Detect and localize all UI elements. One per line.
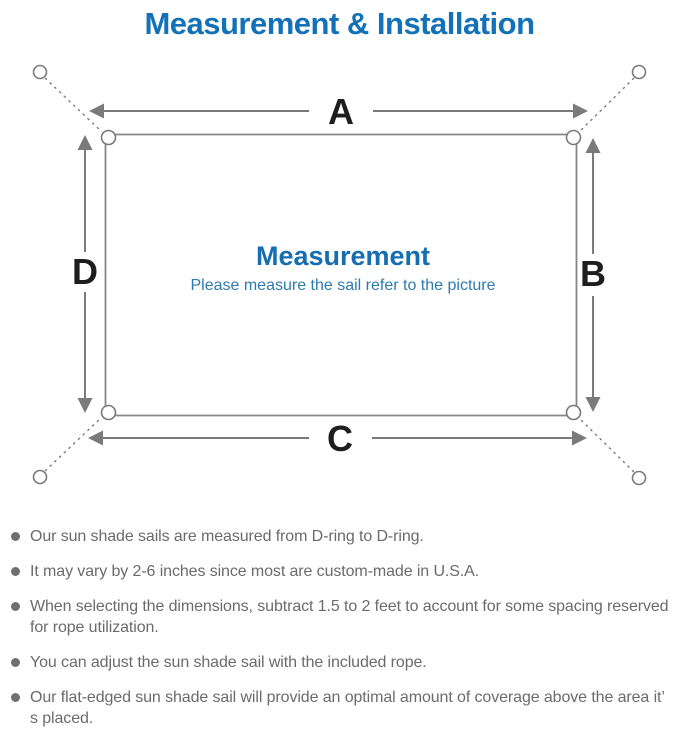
anchor-point-bottom-right [631, 470, 647, 486]
sail-outline [104, 133, 578, 417]
arrow-head-c-right [572, 430, 587, 446]
dimension-label-a: A [328, 91, 354, 132]
measurement-diagram: A C D B Measurement Please meas [0, 54, 679, 514]
rope-line-top-left [44, 77, 103, 133]
arrow-head-b-down [585, 397, 601, 412]
note-text: You can adjust the sun shade sail with t… [30, 654, 427, 671]
bullet-icon [11, 532, 20, 541]
note-item: You can adjust the sun shade sail with t… [0, 652, 673, 673]
dimension-label-d: D [72, 251, 98, 292]
note-item: It may vary by 2-6 inches since most are… [0, 561, 673, 582]
anchor-point-bottom-left [32, 469, 48, 485]
dimension-label-b: B [580, 253, 606, 294]
arrow-head-b-up [585, 138, 601, 153]
arrow-head-a-right [573, 103, 588, 119]
arrow-head-c-left [88, 430, 103, 446]
d-ring-bottom-left [100, 404, 117, 421]
rope-line-bottom-right [579, 418, 635, 473]
d-ring-top-left [100, 129, 117, 146]
rope-line-top-right [578, 77, 635, 133]
diagram-center-subtitle: Please measure the sail refer to the pic… [190, 277, 495, 294]
dimension-arrow-b: B [580, 138, 606, 412]
note-text: Our flat-edged sun shade sail will provi… [30, 689, 665, 727]
arrow-head-a-left [89, 103, 104, 119]
rope-line-bottom-left [44, 417, 102, 472]
dimension-arrow-a: A [89, 91, 588, 132]
bullet-icon [11, 567, 20, 576]
notes-list: Our sun shade sails are measured from D-… [0, 514, 679, 729]
note-item: Our sun shade sails are measured from D-… [0, 526, 673, 547]
dimension-arrow-d: D [72, 135, 98, 413]
anchor-point-top-right [631, 64, 647, 80]
note-item: When selecting the dimensions, subtract … [0, 596, 673, 638]
d-ring-top-right [565, 129, 582, 146]
bullet-icon [11, 693, 20, 702]
d-ring-bottom-right [565, 404, 582, 421]
note-text: It may vary by 2-6 inches since most are… [30, 563, 480, 580]
anchor-point-top-left [32, 64, 48, 80]
bullet-icon [11, 602, 20, 611]
note-text: When selecting the dimensions, subtract … [30, 598, 669, 636]
note-text: Our sun shade sails are measured from D-… [30, 528, 424, 545]
page-title: Measurement & Installation [144, 6, 535, 41]
arrow-head-d-up [77, 135, 93, 150]
bullet-icon [11, 658, 20, 667]
dimension-arrow-c: C [88, 418, 587, 459]
arrow-head-d-down [77, 398, 93, 413]
dimension-label-c: C [327, 418, 353, 459]
diagram-center-title: Measurement [256, 241, 430, 271]
note-item: Our flat-edged sun shade sail will provi… [0, 687, 673, 729]
